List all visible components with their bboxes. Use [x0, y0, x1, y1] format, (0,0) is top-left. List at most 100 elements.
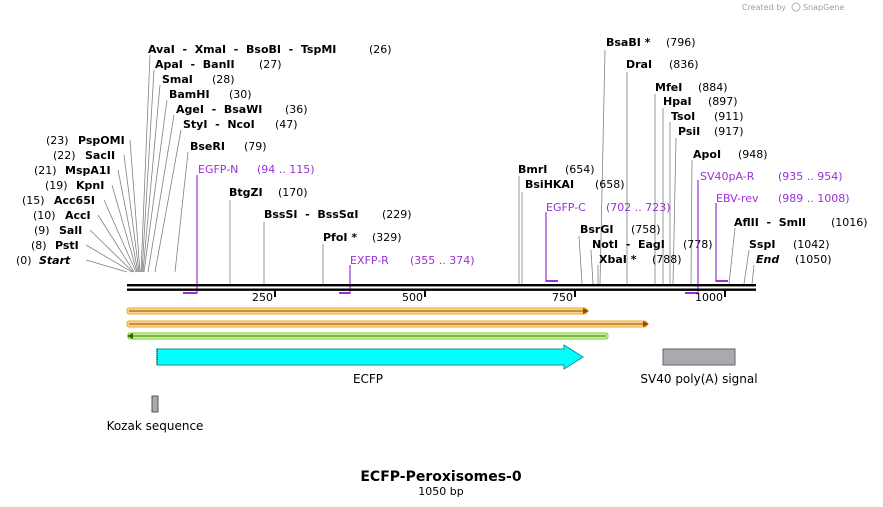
- svg-text:Kozak sequence: Kozak sequence: [107, 419, 204, 433]
- site-mspa1i: (21)MspA1I: [34, 164, 111, 177]
- leader-kpni: [111, 184, 138, 273]
- site-styi: StyI - NcoI(47): [183, 118, 298, 131]
- primer-ebv-rev: EBV-rev(989 .. 1008): [715, 192, 850, 282]
- leader-styi: [154, 129, 182, 273]
- leader-smai: [142, 84, 161, 273]
- site-bsssi: BssSI - BssSαI(229): [264, 208, 412, 221]
- plasmid-size: 1050 bp: [418, 485, 463, 498]
- orf-reverse: [127, 332, 609, 340]
- site-apai: ApaI - BanII(27): [155, 58, 282, 71]
- primer-egfp-c: EGFP-C(702 .. 723): [545, 201, 671, 282]
- primer-exfp-r: EXFP-R(355 .. 374): [339, 254, 475, 294]
- leader-bsabi: [599, 49, 606, 285]
- svg-text:EBV-rev(989 .. 1008): EBV-rev(989 .. 1008): [716, 192, 850, 205]
- site-end: End(1050): [756, 253, 832, 266]
- tick-500: 500: [402, 290, 426, 304]
- leader-mspa1i: [117, 169, 139, 273]
- site-sali: (9)SalI: [34, 224, 82, 237]
- leader-apoi: [690, 159, 693, 285]
- orfs: [126, 307, 649, 340]
- leader-noti: [590, 249, 594, 285]
- leader-aflii: [728, 227, 736, 285]
- site-bamhi: BamHI(30): [169, 88, 252, 101]
- credit-text: Created by: [742, 3, 786, 12]
- credit-brand: SnapGene: [803, 3, 844, 12]
- leader-acc65i: [103, 199, 137, 273]
- map-title: ECFP-Peroxisomes-0 1050 bp: [360, 469, 522, 498]
- snapgene-logo-icon: [791, 2, 801, 12]
- ruler: 250 500 750 1000: [252, 290, 726, 304]
- site-pfoi: PfoI *(329): [323, 231, 402, 244]
- feature-kozak: Kozak sequence: [107, 395, 204, 433]
- credit: Created by SnapGene: [742, 2, 844, 12]
- tick-1000: 1000: [695, 290, 726, 304]
- site-drai: DraI(836): [626, 58, 699, 71]
- leader-psii: [672, 137, 677, 285]
- site-bsihkai: BsiHKAI(658): [525, 178, 625, 191]
- features: ECFP SV40 poly(A) signal Kozak sequence: [107, 344, 758, 433]
- leader-sali: [89, 229, 134, 273]
- site-leaders: [85, 49, 755, 285]
- leader-pspomi: [129, 139, 141, 273]
- site-smai: SmaI(28): [162, 73, 235, 86]
- svg-text:EGFP-N(94 .. 115): EGFP-N(94 .. 115): [198, 163, 315, 176]
- site-hpai: HpaI(897): [663, 95, 738, 108]
- leader-sspi: [743, 249, 750, 285]
- svg-text:SV40 poly(A) signal: SV40 poly(A) signal: [640, 372, 757, 386]
- leader-psti: [85, 244, 133, 273]
- leader-start: [85, 259, 128, 273]
- site-agei: AgeI - BsaWI(36): [176, 103, 308, 116]
- leader-acci: [97, 214, 135, 273]
- svg-text:1000: 1000: [695, 291, 723, 304]
- site-sacii: (22)SacII: [53, 149, 115, 162]
- site-btgzi: BtgZI(170): [229, 186, 308, 199]
- svg-text:250: 250: [252, 291, 273, 304]
- backbone: [127, 284, 756, 291]
- site-start: (0)Start: [16, 254, 71, 267]
- leader-end: [751, 264, 755, 285]
- svg-text:ECFP: ECFP: [353, 372, 383, 386]
- svg-text:750: 750: [552, 291, 573, 304]
- site-acci: (10)AccI: [33, 209, 91, 222]
- leader-avai: [140, 54, 151, 273]
- site-pspomi: (23)PspOMI: [46, 134, 125, 147]
- svg-text:EGFP-C(702 .. 723): EGFP-C(702 .. 723): [546, 201, 671, 214]
- primer-egfp-n: EGFP-N(94 .. 115): [183, 163, 315, 294]
- site-sspi: SspI(1042): [749, 238, 830, 251]
- tick-750: 750: [552, 290, 576, 304]
- leader-apai: [141, 69, 155, 273]
- site-tsoi: TsoI(911): [671, 110, 744, 123]
- restriction-sites: (0)Start (8)PstI (9)SalI (10)AccI (15)Ac…: [16, 36, 868, 267]
- svg-text:500: 500: [402, 291, 423, 304]
- orf-forward-2: [126, 320, 649, 328]
- leader-bseri: [174, 151, 189, 273]
- feature-ecfp: ECFP: [156, 344, 584, 386]
- tick-250: 250: [252, 290, 276, 304]
- site-psti: (8)PstI: [31, 239, 79, 252]
- primer-sv40pa-r: SV40pA-R(935 .. 954): [685, 170, 843, 294]
- orf-forward-1: [126, 307, 589, 315]
- plasmid-name: ECFP-Peroxisomes-0: [360, 469, 522, 485]
- primers: EGFP-N(94 .. 115) EXFP-R(355 .. 374) EGF…: [183, 163, 850, 294]
- site-bsrgi: BsrGI(758): [580, 223, 661, 236]
- site-mfei: MfeI(884): [655, 81, 728, 94]
- backbone-top-strand: [127, 284, 756, 287]
- site-bsabi: BsaBI *(796): [606, 36, 696, 49]
- leader-bamhi: [143, 99, 168, 273]
- svg-text:EXFP-R(355 .. 374): EXFP-R(355 .. 374): [350, 254, 475, 267]
- site-xbai: XbaI *(788): [599, 253, 682, 266]
- backbone-bottom-strand: [127, 288, 756, 291]
- svg-text:SV40pA-R(935 .. 954): SV40pA-R(935 .. 954): [700, 170, 843, 183]
- leader-bsrgi: [578, 235, 583, 285]
- site-bseri: BseRI(79): [190, 140, 267, 153]
- site-apoi: ApoI(948): [693, 148, 768, 161]
- feature-sv40-polya: SV40 poly(A) signal: [640, 348, 758, 386]
- site-bmri: BmrI(654): [518, 163, 595, 176]
- leader-agei: [147, 114, 175, 273]
- site-avai: AvaI - XmaI - BsoBI - TspMI(26): [148, 43, 392, 56]
- site-psii: PsiI(917): [678, 125, 744, 138]
- site-acc65i: (15)Acc65I: [22, 194, 95, 207]
- site-kpni: (19)KpnI: [45, 179, 104, 192]
- site-noti: NotI - EagI(778): [592, 238, 713, 251]
